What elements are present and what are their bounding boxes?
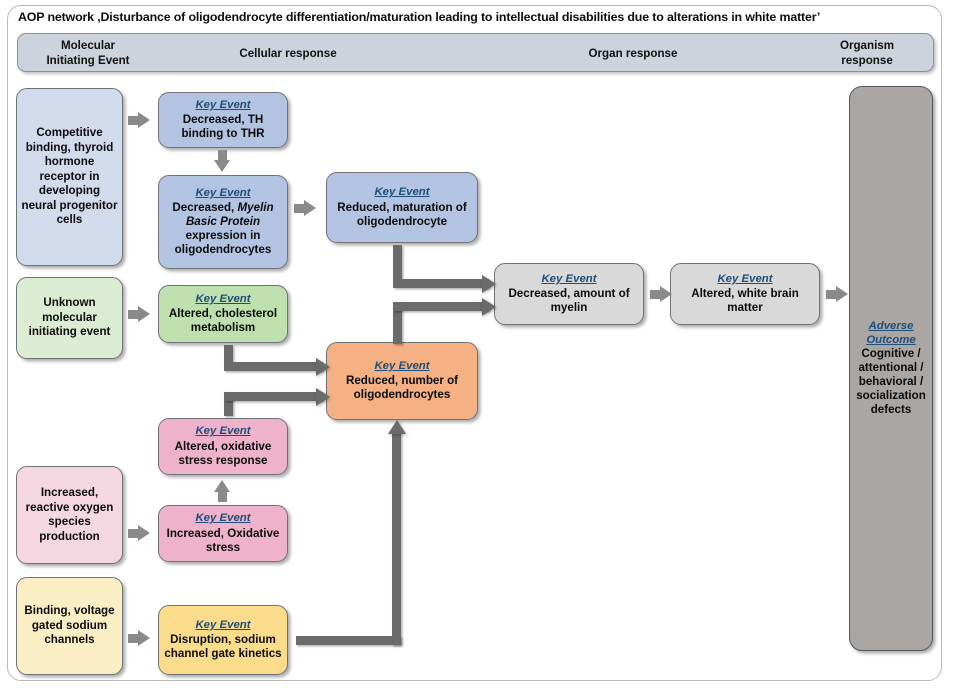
node-ke-increased-oxidative-stress[interactable]: Key Event Increased, Oxidative stress [158,505,288,562]
node-ke-th-binding-text: Decreased, TH binding to THR [181,113,265,141]
arrow-myelin-to-white-matter [650,286,672,303]
key-event-label: Key Event [195,98,251,111]
key-event-label: Key Event [374,186,430,199]
mbp-post: expression in oligodendrocytes [174,229,272,257]
node-ke-maturation-oligodendrocyte-text: Reduced, maturation of oligodendrocyte [337,200,467,228]
header-organ-response: Organ response [588,47,678,60]
key-event-label: Key Event [195,425,251,438]
node-ke-white-brain-matter[interactable]: Key Event Altered, white brain matter [670,263,820,325]
node-ke-cholesterol[interactable]: Key Event Altered, cholesterol metabolis… [158,285,288,343]
arrow-oxidative-stress-to-response [214,480,231,502]
key-event-label: Key Event [195,292,251,305]
node-ke-white-brain-matter-text: Altered, white brain matter [691,287,799,315]
node-ke-amount-of-myelin[interactable]: Key Event Decreased, amount of myelin [494,263,644,325]
adverse-outcome-label-line1: Adverse [868,320,914,332]
node-mie-sodium[interactable]: Binding, voltage gated sodium channels [16,577,123,675]
node-ke-sodium-channel-kinetics[interactable]: Key Event Disruption, sodium channel gat… [158,605,288,675]
header-organism-response: Organism response [839,39,895,67]
node-adverse-outcome[interactable]: Adverse Outcome Cognitive / attentional … [849,86,933,651]
diagram-title: AOP network ,Disturbance of oligodendroc… [18,10,821,24]
node-ke-oxidative-stress-response-text: Altered, oxidative stress response [174,439,272,467]
arrow-mie-unknown-to-cholesterol [128,306,150,323]
node-ke-oxidative-stress-response[interactable]: Key Event Altered, oxidative stress resp… [158,418,288,475]
node-mie-thyroid-text: Competitive binding, thyroid hormone rec… [21,126,118,227]
arrow-mie-sodium-to-kinetics [128,630,150,647]
key-event-label: Key Event [541,272,597,285]
arrow-mie-thyroid-to-th-binding [128,112,150,129]
arrow-mie-ros-to-oxidative-stress [128,525,150,542]
node-ke-number-oligodendrocytes[interactable]: Key Event Reduced, number of oligodendro… [326,342,478,420]
node-ke-amount-of-myelin-text: Decreased, amount of myelin [508,287,630,315]
node-mie-sodium-text: Binding, voltage gated sodium channels [24,604,115,647]
node-mie-unknown[interactable]: Unknown molecular initiating event [16,277,123,359]
header-molecular-initiating-event: Molecular Initiating Event [46,39,130,67]
arrow-white-matter-to-adverse-outcome [826,286,848,303]
key-event-label: Key Event [195,512,251,525]
node-ke-maturation-oligodendrocyte[interactable]: Key Event Reduced, maturation of oligode… [326,172,478,243]
node-mie-ros[interactable]: Increased, reactive oxygen species produ… [16,466,123,564]
node-ke-th-binding[interactable]: Key Event Decreased, TH binding to THR [158,92,288,148]
node-mie-thyroid[interactable]: Competitive binding, thyroid hormone rec… [16,88,123,266]
key-event-label: Key Event [195,186,251,199]
mbp-pre: Decreased, [172,201,238,215]
adverse-outcome-label-line2: Outcome [866,333,916,346]
header-cellular-response: Cellular response [239,47,337,60]
node-ke-increased-oxidative-stress-text: Increased, Oxidative stress [166,526,280,554]
node-ke-number-oligodendrocytes-text: Reduced, number of oligodendrocytes [345,374,459,402]
arrow-th-binding-to-mbp [214,150,231,172]
diagram-frame [7,5,942,681]
node-mie-ros-text: Increased, reactive oxygen species produ… [25,486,114,543]
adverse-outcome-text: Cognitive / attentional / behavioral / s… [856,347,926,416]
node-ke-sodium-channel-kinetics-text: Disruption, sodium channel gate kinetics [164,633,282,661]
node-ke-mbp-text: Decreased, Myelin Basic Protein expressi… [163,201,283,257]
key-event-label: Key Event [195,618,251,631]
node-mie-unknown-text: Unknown molecular initiating event [28,296,111,339]
arrow-mbp-to-maturation [294,200,316,217]
node-ke-mbp[interactable]: Key Event Decreased, Myelin Basic Protei… [158,175,288,269]
header-band: Molecular Initiating Event Cellular resp… [17,33,934,72]
key-event-label: Key Event [374,359,430,372]
key-event-label: Key Event [717,272,773,285]
mbp-emphasis: Myelin Basic Protein [185,201,274,229]
node-ke-cholesterol-text: Altered, cholesterol metabolism [168,307,278,335]
